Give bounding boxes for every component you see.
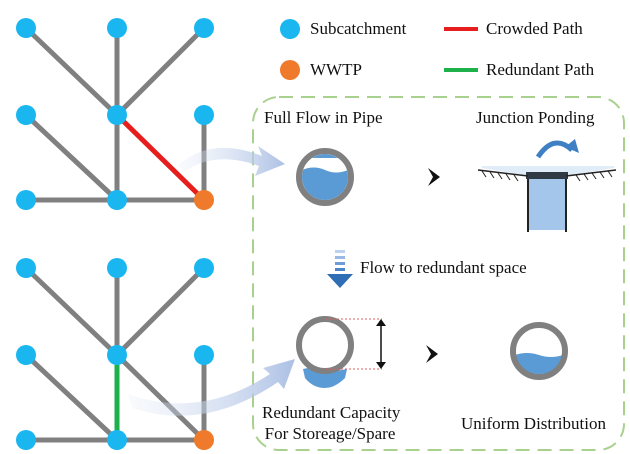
full-flow-label: Full Flow in Pipe [264,108,383,127]
redundant-capacity-pipe-icon [296,316,386,388]
redundant-capacity-label-2: For Storeage/Spare [264,424,396,443]
node-subcatchment [194,258,214,278]
node-subcatchment [194,105,214,125]
legend-subcatchment-icon [280,19,300,39]
node-subcatchment [16,18,36,38]
chevron-right-icon [428,168,440,186]
node-subcatchment [107,190,127,210]
node-subcatchment [194,345,214,365]
node-subcatchment [107,105,127,125]
node-subcatchment [16,345,36,365]
junction-ponding-label: Junction Ponding [476,108,595,127]
top-network [16,18,214,210]
legend-wwtp-label: WWTP [310,60,362,79]
chevron-right-icon [426,345,438,363]
uniform-distribution-label: Uniform Distribution [461,414,606,433]
legend-crowded-label: Crowded Path [486,19,583,38]
uniform-pipe-icon [510,322,568,380]
dashed-panel [252,96,625,451]
node-subcatchment [16,258,36,278]
node-wwtp [194,190,214,210]
legend-subcatchment-label: Subcatchment [310,19,407,38]
node-subcatchment [107,258,127,278]
legend-wwtp-icon [280,60,300,80]
down-arrow-icon [327,250,353,288]
crowded-path-segment [115,113,206,202]
junction-ponding-icon [477,139,617,232]
legend-redundant-label: Redundant Path [486,60,595,79]
flow-arrow-bottom [128,359,295,416]
node-subcatchment [107,430,127,450]
node-subcatchment [107,18,127,38]
bottom-network [16,258,214,450]
flow-to-redundant-label: Flow to redundant space [360,258,527,277]
node-wwtp [194,430,214,450]
node-subcatchment [16,105,36,125]
node-subcatchment [107,345,127,365]
node-subcatchment [194,18,214,38]
node-subcatchment [16,430,36,450]
node-subcatchment [16,190,36,210]
redundant-capacity-label-1: Redundant Capacity [262,403,401,422]
flow-arrow-top [178,146,285,176]
full-pipe-icon [296,148,354,206]
